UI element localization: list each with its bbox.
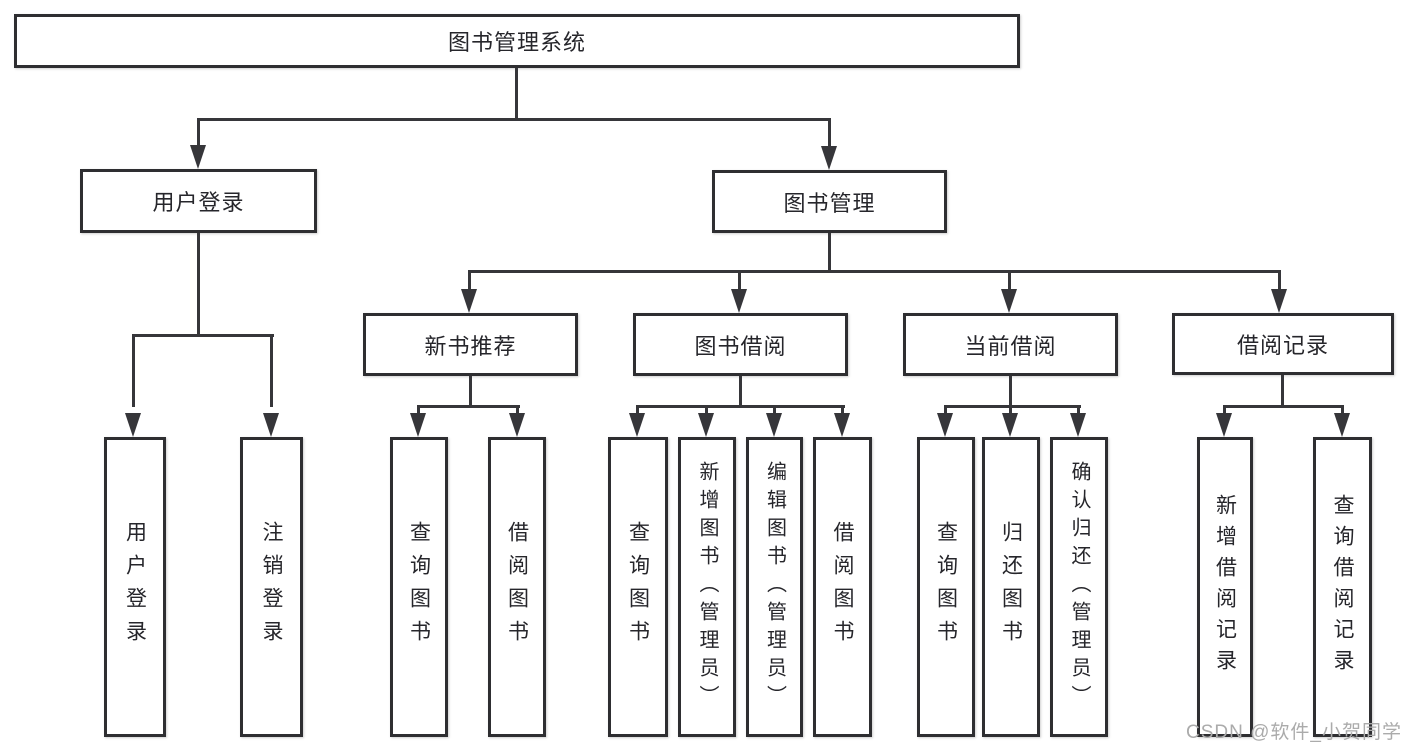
leaf-borrow-books-recommend: 借阅图书 [488, 437, 546, 737]
connector-line [1223, 405, 1226, 414]
leaf-borrow-books: 借阅图书 [813, 437, 872, 737]
leaf-logout-label: 注销登录 [260, 521, 284, 653]
arrowhead-down [1002, 413, 1018, 437]
arrowhead-down [937, 413, 953, 437]
connector-line [944, 405, 947, 414]
arrowhead-down [509, 413, 525, 437]
node-book-management-label: 图书管理 [783, 190, 876, 216]
connector-line [197, 118, 831, 121]
node-book-borrow-label: 图书借阅 [694, 333, 787, 359]
node-current-borrow-label: 当前借阅 [964, 333, 1057, 359]
leaf-query-borrow-record-label: 查询借阅记录 [1331, 494, 1355, 680]
leaf-query-books-current: 查询图书 [917, 437, 975, 737]
connector-line [773, 405, 776, 414]
leaf-query-borrow-record: 查询借阅记录 [1313, 437, 1372, 737]
node-root: 图书管理系统 [14, 14, 1020, 68]
node-book-management: 图书管理 [712, 170, 947, 233]
arrowhead-down [263, 413, 279, 437]
node-new-book-recommend: 新书推荐 [363, 313, 578, 376]
arrowhead-down [1216, 413, 1232, 437]
leaf-return-books: 归还图书 [982, 437, 1040, 737]
node-borrow-records: 借阅记录 [1172, 313, 1394, 375]
connector-line [1223, 405, 1344, 408]
leaf-edit-books-admin-label: 编辑图书（管理员） [763, 461, 786, 713]
connector-line [841, 405, 844, 414]
connector-line [468, 270, 1281, 273]
connector-line [1008, 270, 1011, 290]
connector-line [270, 334, 273, 407]
arrowhead-down [125, 413, 141, 437]
arrowhead-down [410, 413, 426, 437]
connector-line [636, 405, 845, 408]
node-current-borrow: 当前借阅 [903, 313, 1118, 376]
leaf-query-books-recommend: 查询图书 [390, 437, 448, 737]
leaf-borrow-books-recommend-label: 借阅图书 [505, 521, 529, 653]
leaf-confirm-return-admin-label: 确认归还（管理员） [1068, 461, 1090, 713]
arrowhead-down [1271, 289, 1287, 313]
connector-line [1077, 405, 1080, 414]
node-user-login-label: 用户登录 [152, 190, 245, 215]
arrowhead-down [821, 146, 837, 170]
connector-line [197, 118, 200, 146]
leaf-query-books-borrow-label: 查询图书 [626, 521, 650, 653]
leaf-add-books-admin: 新增图书（管理员） [678, 437, 736, 737]
arrowhead-down [1001, 289, 1017, 313]
connector-line [828, 233, 831, 273]
leaf-query-books-recommend-label: 查询图书 [407, 521, 431, 653]
leaf-borrow-books-label: 借阅图书 [831, 521, 855, 653]
node-book-borrow: 图书借阅 [633, 313, 848, 376]
connector-line [738, 270, 741, 290]
leaf-user-login: 用户登录 [104, 437, 166, 737]
connector-line [1278, 270, 1281, 290]
leaf-query-books-current-label: 查询图书 [934, 521, 958, 653]
connector-line [132, 334, 274, 337]
connector-line [417, 405, 420, 414]
node-new-book-recommend-label: 新书推荐 [424, 333, 517, 359]
connector-line [132, 334, 135, 407]
connector-line [1009, 405, 1012, 414]
arrowhead-down [1334, 413, 1350, 437]
connector-line [705, 405, 708, 414]
leaf-confirm-return-admin: 确认归还（管理员） [1050, 437, 1108, 737]
connector-line [417, 405, 520, 408]
connector-line [636, 405, 639, 414]
connector-line [828, 118, 831, 147]
connector-line [516, 405, 519, 414]
arrowhead-down [834, 413, 850, 437]
leaf-user-login-label: 用户登录 [123, 521, 147, 653]
arrowhead-down [731, 289, 747, 313]
arrowhead-down [461, 289, 477, 313]
node-borrow-records-label: 借阅记录 [1236, 333, 1329, 358]
leaf-add-books-admin-label: 新增图书（管理员） [696, 461, 718, 713]
arrowhead-down [766, 413, 782, 437]
connector-line [468, 270, 471, 290]
arrowhead-down [1070, 413, 1086, 437]
connector-line [197, 233, 200, 337]
node-user-login: 用户登录 [80, 169, 317, 233]
connector-line [469, 376, 472, 408]
leaf-return-books-label: 归还图书 [999, 521, 1023, 653]
arrowhead-down [629, 413, 645, 437]
leaf-edit-books-admin: 编辑图书（管理员） [746, 437, 803, 737]
leaf-add-borrow-record: 新增借阅记录 [1197, 437, 1253, 737]
leaf-add-borrow-record-label: 新增借阅记录 [1213, 494, 1237, 680]
connector-line [1009, 376, 1012, 408]
connector-line [944, 405, 1081, 408]
connector-line [515, 68, 518, 121]
connector-line [1281, 375, 1284, 408]
csdn-watermark: CSDN @软件_小贺同学 [1186, 722, 1402, 743]
arrowhead-down [698, 413, 714, 437]
connector-line [739, 376, 742, 408]
leaf-logout: 注销登录 [240, 437, 303, 737]
connector-line [1341, 405, 1344, 414]
leaf-query-books-borrow: 查询图书 [608, 437, 668, 737]
arrowhead-down [190, 145, 206, 169]
node-root-label: 图书管理系统 [447, 30, 586, 55]
